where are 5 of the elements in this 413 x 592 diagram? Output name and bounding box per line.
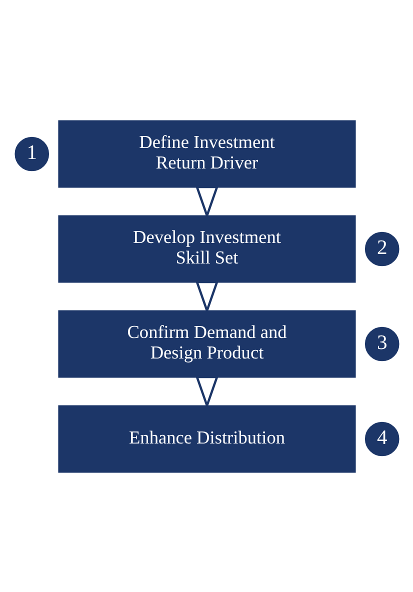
node-box: Enhance Distribution (58, 404, 356, 472)
node-circle: 3 (362, 324, 402, 363)
node-circle: 4 (362, 419, 402, 458)
node-circle: 2 (362, 229, 402, 268)
node-circle: 1 (12, 134, 51, 173)
